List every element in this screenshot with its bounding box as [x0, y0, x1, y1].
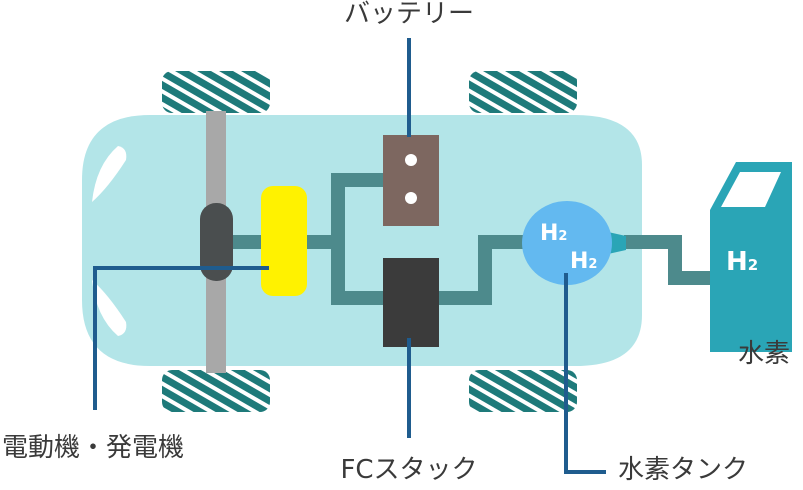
- fc-stack: [383, 258, 439, 347]
- tire-rear-left: [162, 370, 270, 412]
- motor: [200, 203, 233, 281]
- battery-terminal-bottom: [405, 192, 417, 204]
- battery: [383, 135, 439, 226]
- tank-nozzle: [608, 232, 626, 254]
- tire-front-left: [162, 71, 270, 113]
- label-battery: バッテリー: [344, 0, 474, 29]
- leader-lines: [93, 38, 606, 474]
- label-station: 水素: [738, 339, 790, 369]
- pipes: [228, 173, 716, 305]
- headlight-bottom: [92, 280, 127, 336]
- headlight-top: [92, 146, 127, 202]
- tire-front-right: [469, 71, 577, 113]
- label-tank: 水素タンク: [618, 455, 748, 485]
- battery-terminal-top: [405, 154, 417, 166]
- hydrogen-station: [710, 162, 792, 352]
- tank-formula-2: H2: [570, 249, 597, 274]
- tire-rear-right: [469, 370, 577, 412]
- label-fc-stack: FCスタック: [340, 455, 477, 485]
- label-motor: 電動機・発電機: [2, 433, 184, 463]
- station-display: [721, 172, 781, 207]
- power-control-unit: [261, 186, 307, 296]
- tank-formula-1: H2: [540, 221, 567, 246]
- hydrogen-tank: [522, 201, 612, 285]
- station-formula: H2: [726, 247, 758, 277]
